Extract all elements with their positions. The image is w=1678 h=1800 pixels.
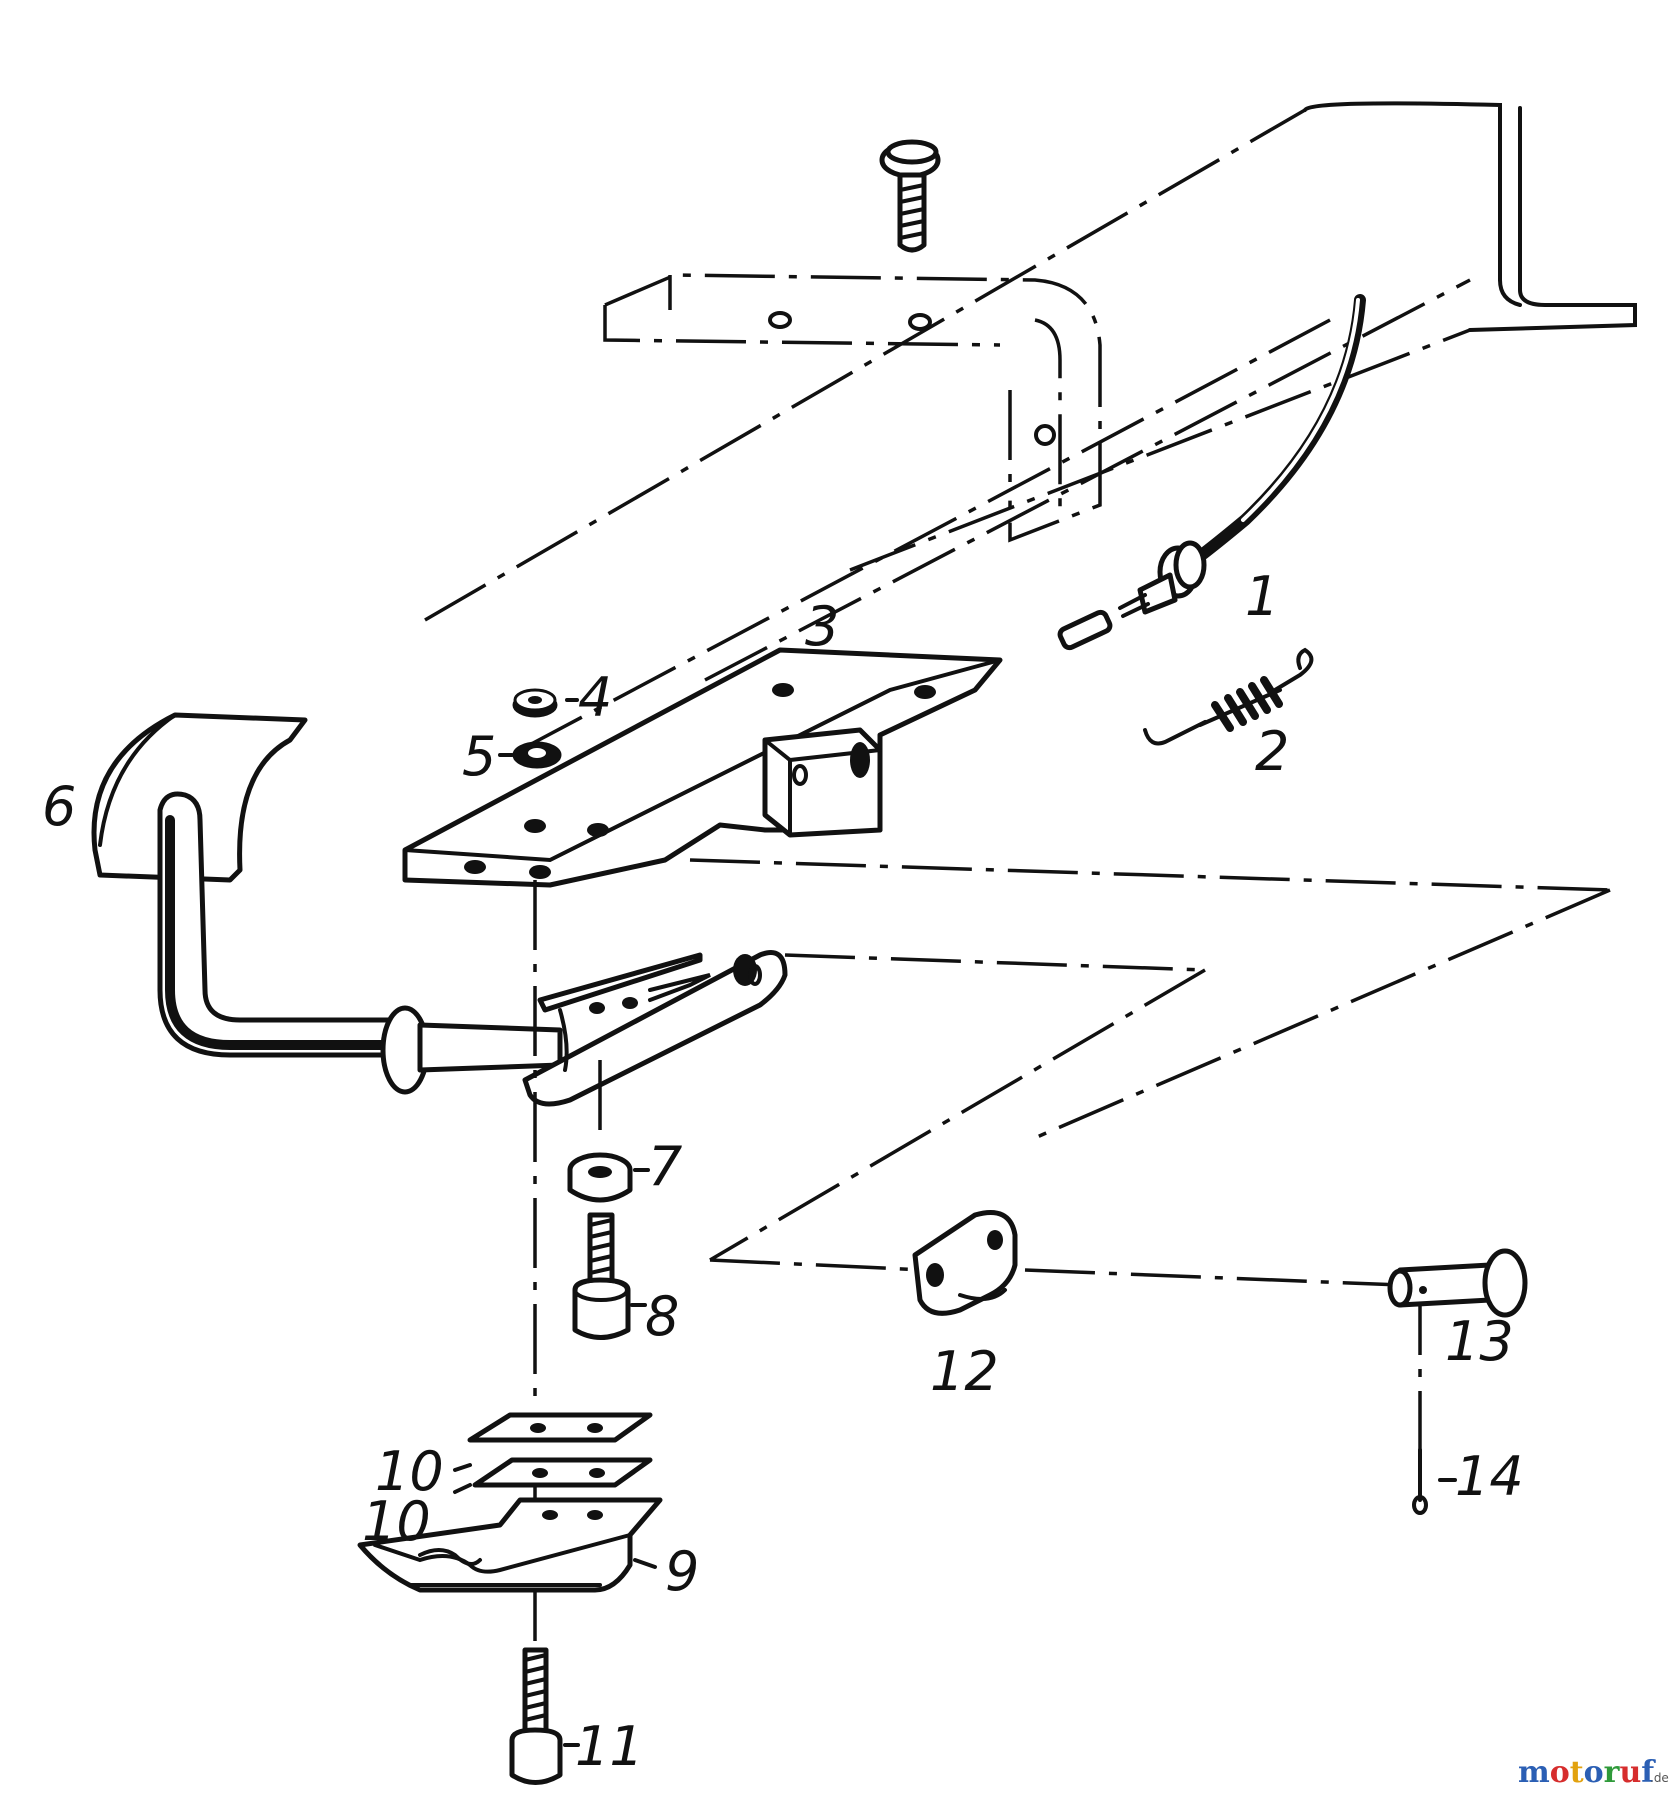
callout-3: 3 [805,595,839,658]
callout-9: 9 [665,1540,699,1603]
nut [512,688,558,718]
watermark-letter: f [1641,1755,1656,1790]
frame-outline [424,101,1637,752]
bottom-bolt [509,1647,563,1785]
watermark-letter: u [1619,1755,1641,1790]
cable [1057,294,1366,651]
callout-1: 1 [1245,565,1279,628]
callout-11: 11 [575,1715,644,1778]
callout-7: 7 [648,1135,682,1198]
callout-13: 13 [1445,1310,1514,1373]
shim-lower [472,1457,653,1488]
callout-5: 5 [462,725,496,788]
spring [1143,647,1314,746]
callout-10-upper: 10 [375,1440,444,1503]
watermark-text: motoruf [1518,1755,1656,1790]
mounting-plate [402,647,1003,888]
watermark-letter: o [1584,1755,1604,1790]
callout-10-lower: 10 [362,1490,431,1553]
lock-nut [567,1152,633,1203]
watermark-suffix: .de [1650,1771,1669,1785]
leader-lines [453,698,1457,1747]
watermark-letter: r [1604,1755,1621,1790]
watermark-letter: m [1518,1755,1550,1790]
callout-6: 6 [42,775,76,838]
callout-4: 4 [578,666,612,729]
pedal-lever [91,712,788,1107]
callout-14: 14 [1455,1445,1524,1508]
callout-labels: 1 2 3 4 5 6 7 8 9 10 10 11 12 13 14 [42,565,1524,1778]
callout-12: 12 [930,1340,999,1403]
callout-8: 8 [645,1285,679,1348]
bolt [572,1212,631,1340]
watermark-letter: o [1550,1755,1570,1790]
clevis [912,1210,1018,1316]
linkage-lines [689,858,1611,1450]
watermark-logo: motoruf .de [1518,1755,1669,1790]
clevis-pin [1387,1248,1528,1318]
washer [512,741,562,769]
clamp-bracket [357,1497,663,1593]
cotter-pin [1412,1448,1428,1515]
angle-bracket [603,273,1102,543]
watermark-letter: t [1570,1755,1584,1790]
callout-2: 2 [1255,720,1289,783]
top-mounting-screw [879,139,941,253]
shim-upper [467,1412,653,1443]
